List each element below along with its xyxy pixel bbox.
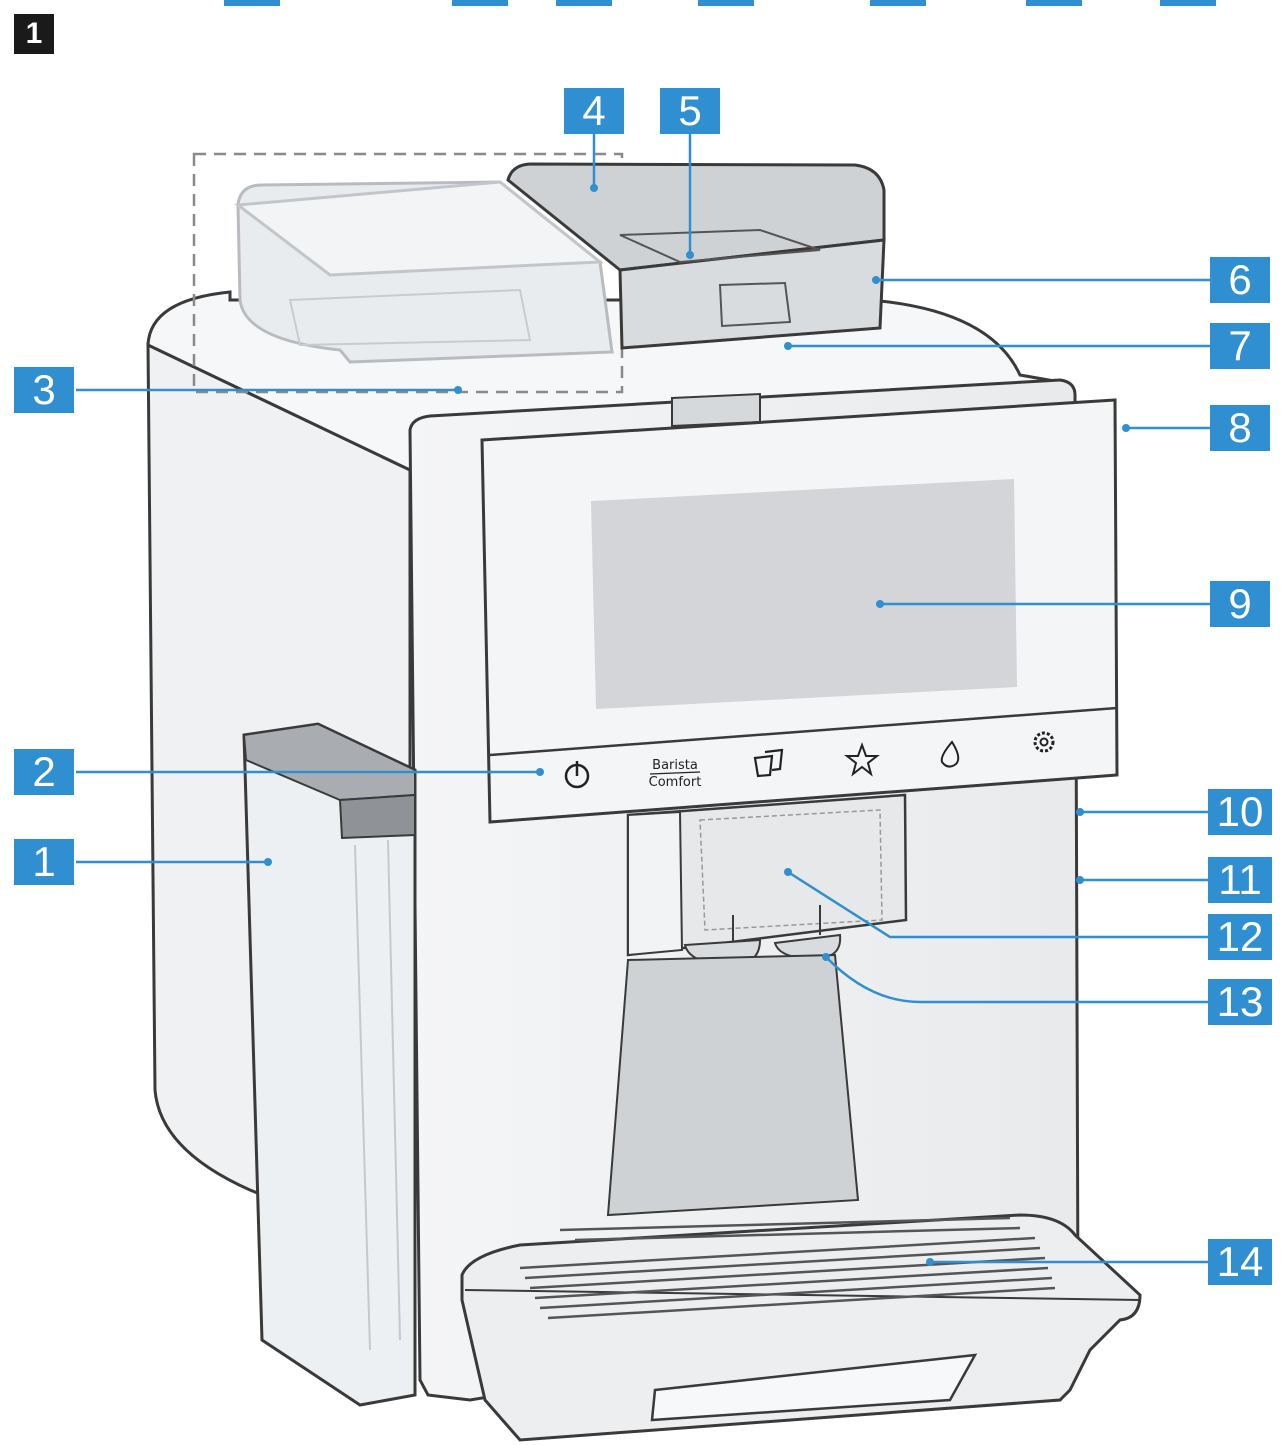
milk-container [242,722,417,1407]
cropped-callout-strip [1160,0,1216,6]
cropped-callout-strip [224,0,280,6]
callout-6: 6 [1210,257,1270,303]
callout-1: 1 [14,839,74,885]
callout-2: 2 [14,749,74,795]
barista-label[interactable]: Barista [652,758,698,773]
drip-tray [460,1213,1142,1442]
leader-lines [76,132,1210,1264]
drip-grille [519,1216,1056,1320]
display-panel [480,398,1119,824]
ground-coffee-compartment [506,162,886,350]
callout-9: 9 [1210,581,1270,627]
figure-number: 1 [14,14,54,54]
milk-drop-icon[interactable] [940,740,960,768]
callout-8: 8 [1210,405,1270,451]
callout-13: 13 [1208,979,1272,1025]
cropped-callout-strip [870,0,926,6]
cup-recess [606,953,860,1217]
comfort-label[interactable]: Comfort [649,775,702,790]
callout-10: 10 [1208,789,1272,835]
power-icon[interactable] [564,761,590,789]
coffee-outlet [626,793,908,967]
callout-14: 14 [1208,1239,1272,1285]
callout-5: 5 [660,88,720,134]
callout-3: 3 [14,367,74,413]
cropped-callout-strip [698,0,754,6]
callout-7: 7 [1210,323,1270,369]
cropped-callout-strip [556,0,612,6]
callout-11: 11 [1208,857,1272,903]
leader-dots [264,184,1130,1266]
bean-container [192,152,624,394]
cropped-callout-strip [1026,0,1082,6]
star-icon[interactable] [844,742,880,777]
cups-icon[interactable] [753,748,784,778]
gear-icon[interactable] [1033,731,1055,753]
callout-12: 12 [1208,914,1272,960]
cropped-callout-strip [452,0,508,6]
callout-4: 4 [564,88,624,134]
